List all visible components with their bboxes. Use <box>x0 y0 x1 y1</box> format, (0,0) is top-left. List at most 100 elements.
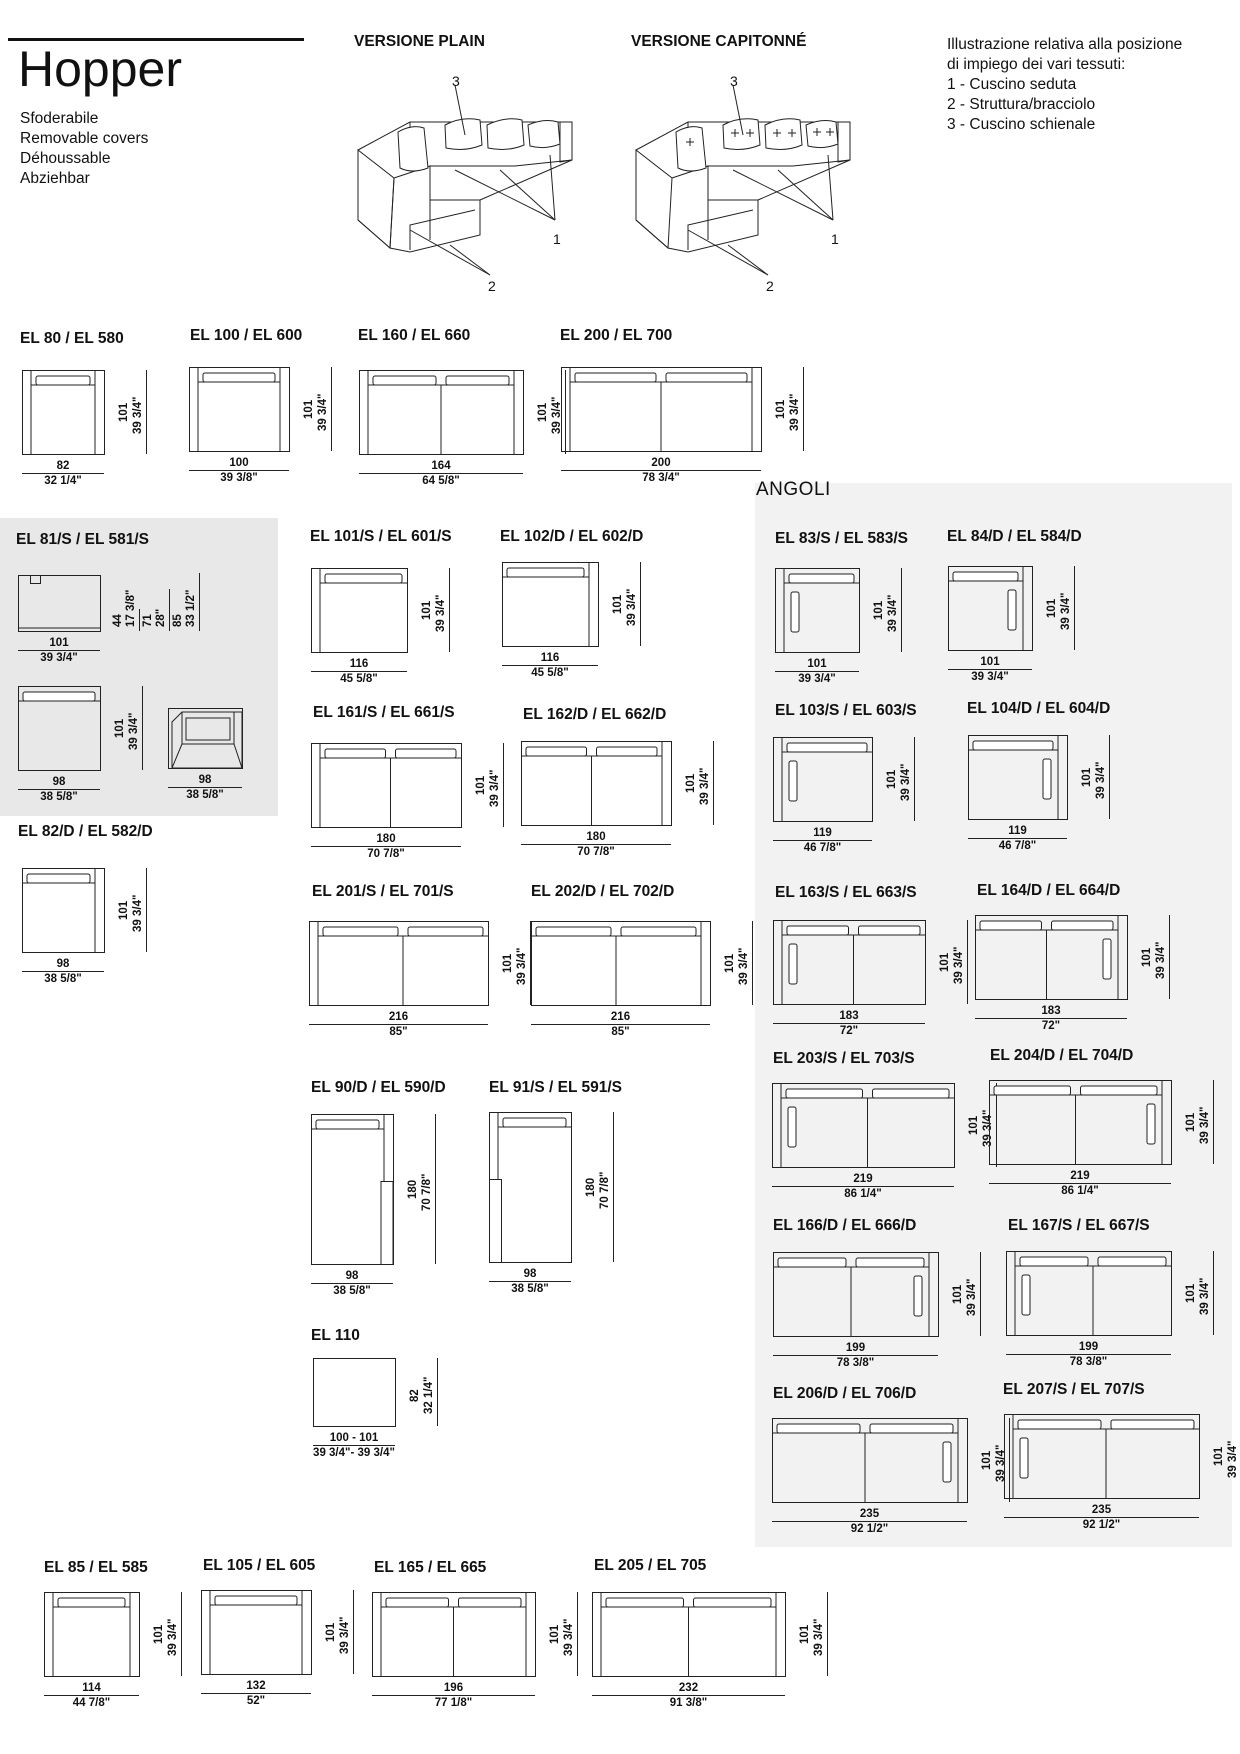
model-name: EL 105 / EL 605 <box>203 1557 316 1574</box>
depth-dimension-line <box>142 686 143 770</box>
side-cushion <box>1146 1103 1156 1145</box>
depth-cm: 101 <box>981 1450 993 1470</box>
depth-dimension-line <box>980 1252 981 1336</box>
callout-1: 1 <box>831 231 839 247</box>
depth-cm: 101 <box>1081 767 1093 787</box>
back-cushion <box>993 1085 1071 1096</box>
module-plan-drawing <box>489 1112 572 1263</box>
sofa-capitonne-illustration: 3 1 2 <box>635 73 851 294</box>
width-dimension-line <box>311 846 461 847</box>
depth-cm: 101 <box>775 399 787 419</box>
depth-cm: 101 <box>724 953 736 973</box>
back-cushion <box>952 571 1019 582</box>
module-plan-drawing <box>311 743 462 828</box>
depth-dimension-line <box>1074 566 1075 650</box>
module-outline <box>773 920 926 1005</box>
width-inch: 38 5/8" <box>44 973 82 985</box>
depth-cm: 101 <box>303 399 315 419</box>
depth-inch: 39 3/4" <box>563 1618 575 1656</box>
module-outline <box>968 735 1068 820</box>
width-dimension-line <box>311 671 407 672</box>
back-cushion <box>1017 1419 1102 1430</box>
covers-de: Abziehbar <box>20 170 90 187</box>
module-outline <box>18 686 101 771</box>
callout-3: 3 <box>452 73 460 89</box>
module-outline <box>311 743 462 828</box>
height-dimension-line <box>139 609 140 631</box>
width-cm: 98 <box>198 774 212 786</box>
width-cm: 100 <box>229 457 249 469</box>
side-cushion <box>787 1106 797 1148</box>
depth-dimension-line <box>181 1592 182 1676</box>
depth-dimension-line <box>353 1590 354 1674</box>
side-cushion <box>942 1441 952 1483</box>
back-cushion <box>788 573 855 584</box>
depth-dimension-line <box>613 1112 614 1262</box>
depth-inch: 39 3/4" <box>339 1616 351 1654</box>
width-cm: 216 <box>388 1011 409 1023</box>
back-cushion <box>596 746 658 757</box>
depth-cm: 101 <box>799 1624 811 1644</box>
model-name: EL 110 <box>311 1327 360 1344</box>
width-inch: 39 3/8" <box>220 472 258 484</box>
module-plan-drawing <box>359 370 524 455</box>
width-cm: 101 <box>807 658 827 670</box>
side-cushion <box>790 591 800 633</box>
back-cushion <box>22 691 96 702</box>
module-plan-drawing <box>201 1590 312 1675</box>
depth-inch: 39 3/4" <box>813 1618 825 1656</box>
depth-cm: 101 <box>1046 598 1058 618</box>
back-cushion <box>1097 1256 1167 1267</box>
width-dimension-line <box>773 840 872 841</box>
back-cushion <box>35 375 91 386</box>
back-cushion <box>214 1595 298 1606</box>
module-plan-drawing <box>18 686 101 771</box>
module-outline <box>313 1358 396 1427</box>
width-dimension-line <box>313 1445 395 1446</box>
model-name: EL 165 / EL 665 <box>374 1559 487 1576</box>
module-plan-drawing <box>975 915 1128 1000</box>
module-plan-drawing <box>44 1592 140 1677</box>
width-inch: 38 5/8" <box>40 791 78 803</box>
back-cushion <box>605 1597 684 1608</box>
module-plan-drawing <box>531 921 711 1006</box>
depth-inch: 39 3/4" <box>1199 1277 1211 1315</box>
width-dimension-line <box>372 1695 535 1696</box>
back-cushion <box>385 1597 449 1608</box>
depth-cm: 101 <box>939 952 951 972</box>
width-cm: 200 <box>651 457 671 469</box>
legend-line: Illustrazione relativa alla posizione <box>947 36 1183 53</box>
module-outline <box>22 370 105 455</box>
back-cushion <box>1080 1085 1158 1096</box>
title-rule <box>8 38 304 41</box>
model-name: EL 166/D / EL 666/D <box>773 1217 917 1234</box>
back-cushion <box>372 375 437 386</box>
module-plan-drawing <box>168 708 243 769</box>
model-name: EL 100 / EL 600 <box>190 327 303 344</box>
width-cm: 132 <box>246 1680 266 1692</box>
width-inch: 39 3/4" <box>798 673 836 685</box>
model-name: EL 207/S / EL 707/S <box>1003 1381 1145 1398</box>
width-inch: 86 1/4" <box>1061 1185 1099 1197</box>
width-dimension-line <box>189 470 289 471</box>
width-inch: 46 7/8" <box>998 840 1037 852</box>
width-inch: 92 1/2" <box>1082 1519 1121 1531</box>
width-dimension-line <box>1004 1517 1199 1518</box>
width-cm: 119 <box>813 827 832 839</box>
depth-inch: 70 7/8" <box>599 1171 611 1209</box>
back-cushion <box>786 925 849 936</box>
module-outline <box>309 921 489 1006</box>
depth-dimension-line <box>713 741 714 825</box>
callout-3: 3 <box>730 73 738 89</box>
height-cm: 85 <box>172 614 184 627</box>
depth-dimension-line <box>752 921 753 1005</box>
depth-inch: 39 3/4" <box>738 947 750 985</box>
model-name: EL 201/S / EL 701/S <box>312 883 454 900</box>
width-cm: 116 <box>349 658 369 670</box>
height-cm: 44 <box>112 614 124 627</box>
legend-line: 3 - Cuscino schienale <box>947 116 1096 133</box>
depth-dimension-line <box>967 920 968 1004</box>
module-plan-drawing <box>521 741 672 826</box>
model-name: EL 162/D / EL 662/D <box>523 706 667 723</box>
back-cushion <box>855 1257 925 1268</box>
